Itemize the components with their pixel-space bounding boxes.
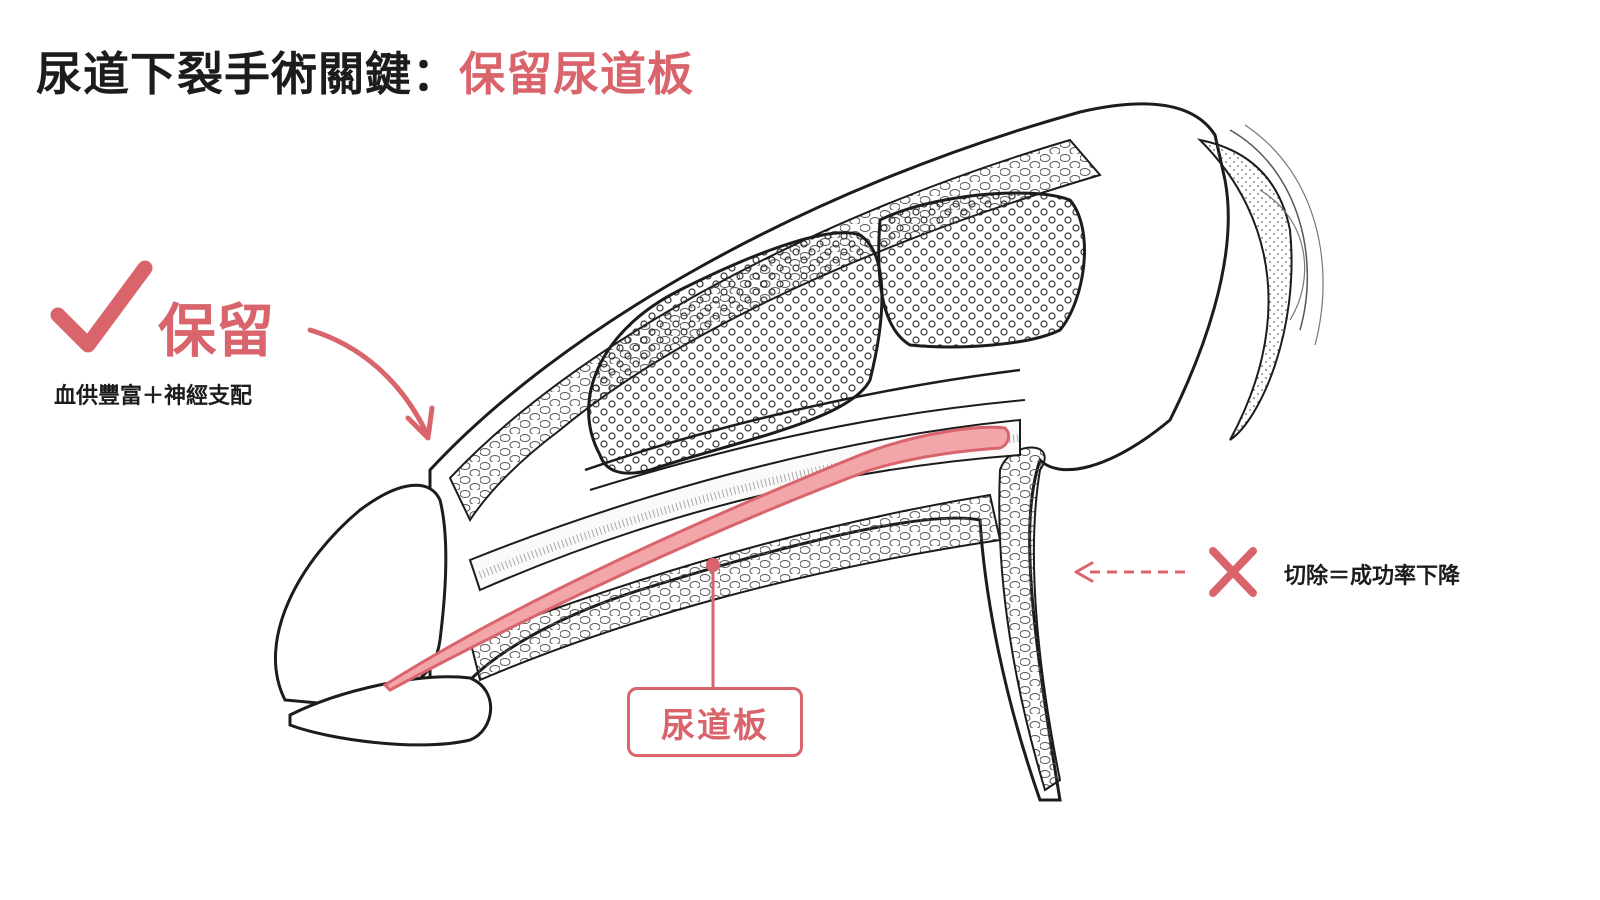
cross-icon [1209, 547, 1257, 597]
page-title: 尿道下裂手術關鍵：保留尿道板 [36, 38, 694, 104]
title-accent: 保留尿道板 [459, 47, 694, 101]
corpus-cavernosum-left [587, 231, 884, 475]
keep-description: 血供豐富＋神經支配 [54, 384, 253, 409]
perineal-tissue [998, 446, 1062, 792]
checkmark-icon [50, 260, 153, 353]
urethral-plate-label: 尿道板 [627, 687, 803, 757]
keep-label: 保留 [158, 297, 275, 365]
scrotal-layers [1196, 138, 1293, 441]
glans [274, 483, 448, 707]
corpus-cavernosum-right [877, 191, 1086, 349]
cut-arrowhead [1074, 561, 1094, 583]
urethral-plate [382, 425, 1011, 692]
title-main: 尿道下裂手術關鍵： [36, 47, 459, 101]
glans-lower [288, 675, 493, 747]
keep-arrow [307, 327, 428, 433]
cut-description: 切除＝成功率下降 [1284, 564, 1461, 589]
